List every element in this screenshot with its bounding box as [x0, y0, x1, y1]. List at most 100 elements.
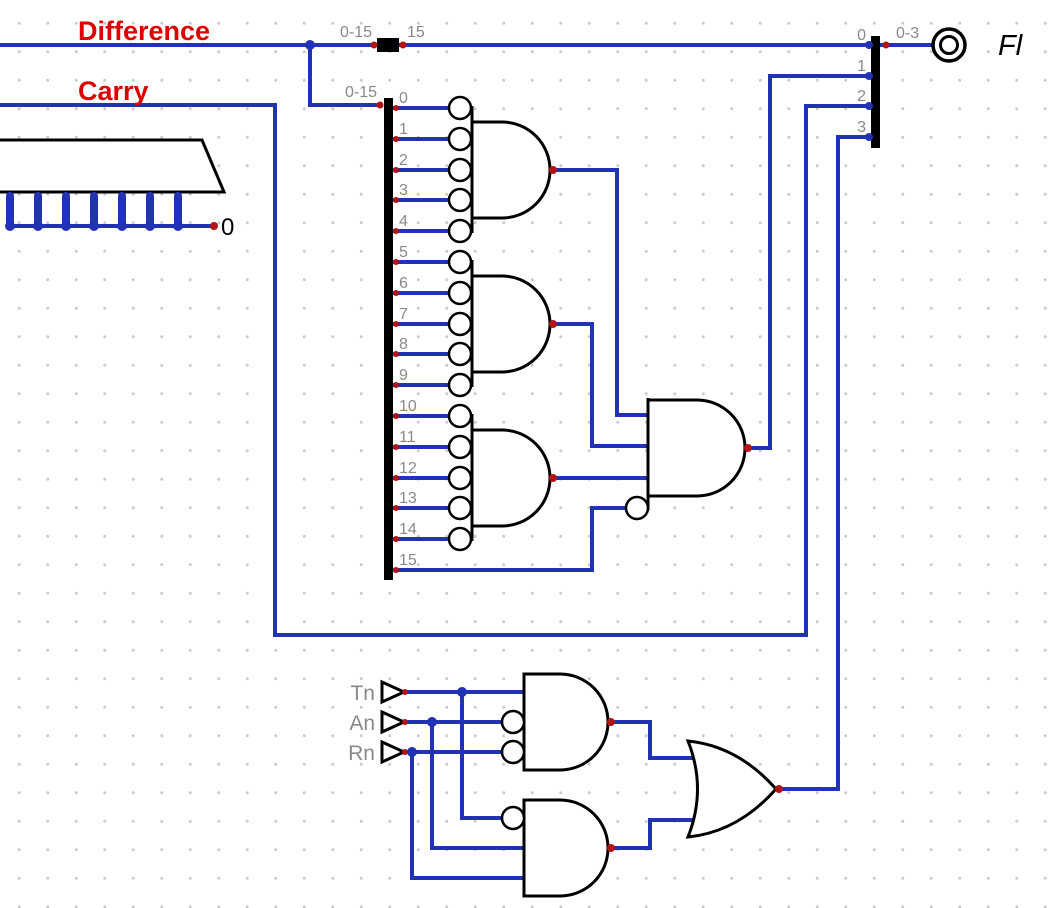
invert-bubble-bit-1 [447, 126, 473, 152]
and-b-body[interactable] [522, 798, 610, 898]
invert-bubble-bit-0 [447, 95, 473, 121]
tunnel-tn-icon[interactable] [380, 679, 408, 705]
and-gate-bits5-9[interactable] [470, 260, 552, 387]
input-splitter-pin-label-1: 1 [399, 121, 408, 138]
label-difference[interactable]: Difference [78, 16, 210, 46]
invert-bubble-bit-12 [447, 465, 473, 491]
zero-and-body[interactable] [646, 398, 747, 498]
pin-dot-tunnel-tn [402, 689, 408, 695]
output-splitter-pin1-label: 1 [857, 58, 866, 75]
output-splitter-pin2-label: 2 [857, 88, 866, 105]
and-a-body[interactable] [522, 672, 610, 772]
wire-tn-branch[interactable] [460, 692, 502, 820]
and-gate-bits0-4[interactable] [470, 106, 552, 233]
pin-dot-bit-10 [393, 413, 399, 419]
input-splitter-bar[interactable] [384, 98, 393, 580]
tunnel-an-icon[interactable] [380, 709, 408, 735]
and-gate-bits10-14[interactable] [470, 414, 552, 541]
input-splitter[interactable] [384, 98, 393, 580]
wire-andb-to-or[interactable] [608, 818, 697, 850]
left-partial-component[interactable] [0, 138, 227, 226]
pin-dot-and-b-out [607, 844, 615, 852]
output-pin-inner-circle [939, 35, 959, 55]
input-splitter-pin-label-6: 6 [399, 275, 408, 292]
flags-output-pin[interactable] [931, 27, 967, 63]
inline-splitter-bar[interactable] [377, 38, 399, 52]
overflow-and-gate-b[interactable] [500, 798, 610, 898]
wire-zero-and-to-flag1[interactable] [745, 74, 869, 450]
invert-bubble-bit-14 [447, 526, 473, 552]
wires [0, 43, 933, 880]
wire-carry-to-flag2[interactable] [0, 103, 869, 637]
invert-bubble-bit-7 [447, 311, 473, 337]
pin-dot-and-a-out [607, 718, 615, 726]
wire-overflow-to-flag3[interactable] [776, 135, 869, 791]
wire-anda-to-or[interactable] [608, 720, 697, 760]
left-bus-value-label: 0 [221, 214, 234, 241]
pin-dot-tunnel-rn [402, 749, 408, 755]
pin-dot-bit-3 [393, 197, 399, 203]
and1-body[interactable] [470, 120, 552, 220]
overflow-or-gate[interactable] [685, 739, 779, 839]
invert-bubble-bit-4 [447, 218, 473, 244]
tunnel-rn[interactable] [380, 739, 408, 765]
pin-dot-bit-7 [393, 321, 399, 327]
input-splitter-pin-label-5: 5 [399, 244, 408, 261]
input-splitter-pin-label-8: 8 [399, 336, 408, 353]
and-a-invert-bubble-rn [500, 739, 526, 765]
invert-bubble-bit-3 [447, 187, 473, 213]
wire-an-branch[interactable] [430, 722, 524, 850]
left-component-body[interactable] [0, 138, 227, 194]
pin-dot-bit-6 [393, 290, 399, 296]
output-splitter-output-label: 0-3 [896, 25, 919, 42]
label-carry[interactable]: Carry [78, 76, 149, 106]
tunnel-an[interactable] [380, 709, 408, 735]
wire-difference-branch[interactable] [308, 45, 381, 107]
invert-bubble-bit-9 [447, 372, 473, 398]
zero-and-gate[interactable] [624, 398, 747, 521]
pin-dot-bit-9 [393, 382, 399, 388]
pin-dot-bit-4 [393, 228, 399, 234]
pin-dot-input-splitter-in [376, 101, 384, 109]
output-splitter[interactable] [871, 36, 880, 148]
pin-dot-bit-0 [393, 105, 399, 111]
input-splitter-pin-label-2: 2 [399, 152, 408, 169]
junction-flag2-pin [865, 102, 873, 110]
tunnel-tn[interactable] [380, 679, 408, 705]
and2-body[interactable] [470, 274, 552, 374]
input-splitter-pin-label-15: 15 [399, 552, 417, 569]
or-body[interactable] [685, 739, 779, 839]
invert-bubble-bit-6 [447, 280, 473, 306]
and3-body[interactable] [470, 428, 552, 528]
junction-left-bus-6 [145, 221, 155, 231]
pin-dot-or-out [775, 785, 783, 793]
wire-bit15-to-zero-and-bubble[interactable] [393, 506, 626, 572]
overflow-and-gate-a[interactable] [500, 672, 610, 772]
left-component-pins [6, 192, 182, 226]
zero-and-invert-bubble [624, 495, 650, 521]
pin-dot-output-splitter-out [882, 41, 890, 49]
junction-flag3-pin [865, 133, 873, 141]
tunnel-rn-icon[interactable] [380, 739, 408, 765]
pin-dot-bit-1 [393, 136, 399, 142]
junction-left-bus-5 [117, 221, 127, 231]
invert-bubble-bit-13 [447, 495, 473, 521]
junction-difference-branch [305, 40, 315, 50]
wire-and1-to-zero-and[interactable] [550, 168, 648, 417]
inline-splitter[interactable] [377, 38, 399, 52]
input-splitter-pin-label-12: 12 [399, 460, 417, 477]
junction-rn [407, 747, 417, 757]
input-splitter-pin-label-9: 9 [399, 367, 408, 384]
wire-and2-to-zero-and[interactable] [550, 322, 648, 448]
input-splitter-input-label: 0-15 [345, 84, 377, 101]
pin-dot-bit-8 [393, 351, 399, 357]
invert-bubble-bit-2 [447, 157, 473, 183]
pin-dot-bit-13 [393, 505, 399, 511]
wire-rn-branch[interactable] [410, 752, 524, 880]
pin-dots [210, 41, 890, 852]
output-splitter-bar[interactable] [871, 36, 880, 148]
input-splitter-pin-label-13: 13 [399, 490, 417, 507]
